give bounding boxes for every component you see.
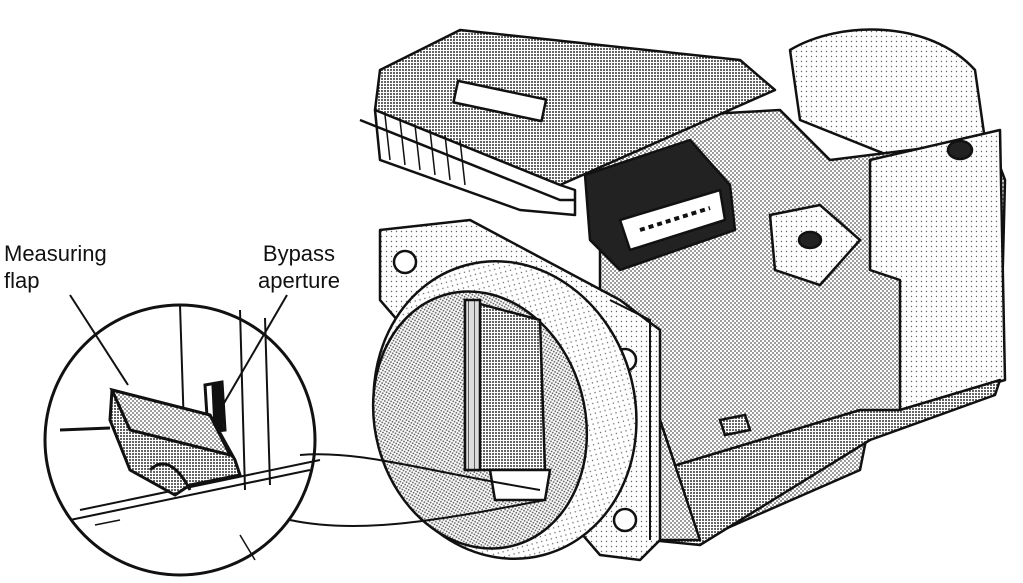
bypass-aperture-label: Bypass aperture [258,240,340,294]
bypass-aperture-label-line-1: Bypass [262,241,336,266]
measuring-flap-label-line-1: Measuring [4,241,107,266]
measuring-flap-label: Measuring flap [4,240,107,294]
bypass-aperture-label-line-2: aperture [258,268,340,293]
top-cover [359,28,777,217]
detail-magnifier [43,303,321,577]
mounting-ears [718,139,974,437]
magnifier-leader-lines [289,453,546,528]
air-inlet-ring [371,260,638,560]
measuring-flap-label-line-2: flap [4,268,40,293]
label-leader-lines [69,294,288,411]
electrical-connector [583,138,737,272]
